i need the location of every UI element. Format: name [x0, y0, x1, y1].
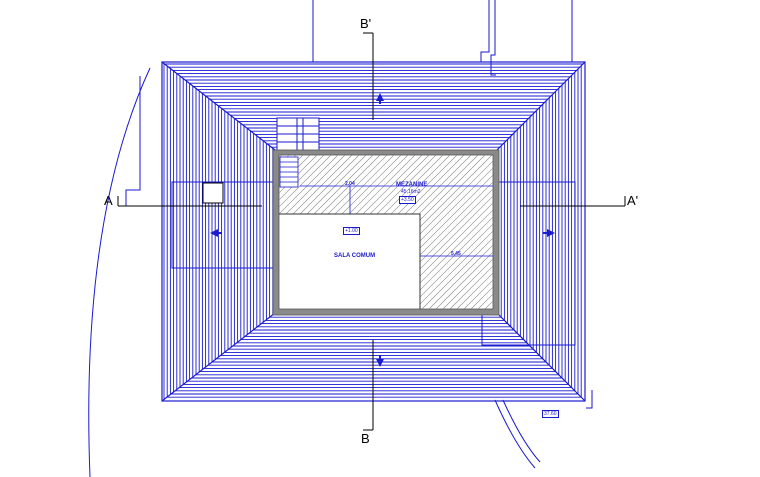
chimney-box [202, 182, 224, 204]
mezanine-hatch-line [114, 155, 268, 309]
terrain-curve-right-inner [502, 399, 541, 463]
mezanine-hatch-line [534, 155, 688, 309]
dimension-label-upper: 2.04 [345, 181, 355, 187]
dimension-label-right: 5.45 [451, 251, 461, 257]
hip-line-tl [161, 61, 276, 151]
level-tag-outside: 37.60 [542, 410, 559, 418]
site-line-left-step [125, 76, 141, 206]
eave-line-right [497, 181, 576, 268]
mezanine-hatch-line [279, 155, 332, 309]
slope-arrow-left-icon [210, 229, 218, 237]
level-tag-mezanine: +3.50 [399, 196, 416, 204]
level-tag-sala: +1.00 [343, 227, 360, 235]
section-line-b-prime [363, 32, 374, 120]
eave-line-left [171, 181, 275, 269]
slope-arrow-right-icon [547, 229, 555, 237]
eave-line-right-lower [481, 268, 576, 346]
mezanine-hatch-line [279, 155, 346, 309]
mezanine-hatch-line [456, 155, 493, 309]
mezanine-edge [279, 213, 421, 309]
mezanine-hatch-line [121, 155, 275, 309]
mezanine-hatch-line [407, 155, 493, 309]
section-line-b [363, 340, 374, 431]
mezanine-hatch-line [499, 155, 653, 309]
mezanine-hatch-line [463, 155, 493, 309]
mezanine-hatch-line [400, 155, 493, 309]
room-label-sala-comum: SALA COMUM [334, 253, 376, 259]
hip-line-bl [161, 312, 276, 402]
hip-line-br [496, 312, 586, 402]
room-interior [278, 154, 494, 310]
hip-line-tr [496, 61, 586, 151]
site-line-right-lower [586, 390, 593, 409]
slope-arrow-down-stem [379, 355, 381, 360]
mezanine-hatch-line [428, 155, 493, 309]
slope-arrow-down-icon [376, 359, 384, 367]
room-area-mezanine: 45,16m2 [401, 189, 421, 195]
mezanine-hatch-line [506, 155, 660, 309]
mezanine-hatch-line [279, 155, 353, 309]
mezanine-hatch-line [414, 155, 493, 309]
mezanine-hatch-line [442, 155, 493, 309]
terrain-curve-left [88, 67, 151, 477]
mezanine-hatch-line [435, 155, 493, 309]
section-line-a-prime [520, 196, 626, 207]
terrain-curve-right [494, 399, 536, 469]
mezanine-hatch-line [279, 155, 283, 309]
slope-arrow-up-icon [376, 93, 384, 101]
section-label-b-prime: B' [360, 16, 372, 31]
section-label-a-prime: A' [627, 193, 639, 208]
section-label-a: A [104, 193, 113, 208]
slope-arrow-left-stem [217, 232, 222, 234]
site-line-top-right-2 [490, 0, 496, 76]
mezanine-hatch-line [449, 155, 493, 309]
mezanine-hatch-line [421, 155, 493, 309]
mezanine-hatch-line [491, 155, 493, 309]
room-label-mezanine: MEZANINE [396, 182, 428, 188]
site-line-top-right [480, 0, 490, 62]
stair [276, 117, 320, 155]
mezanine-hatch-line [279, 155, 339, 309]
section-line-a [117, 196, 262, 207]
stair-inner [279, 156, 299, 188]
slope-arrow-up-stem [379, 100, 381, 104]
section-label-b: B [361, 431, 370, 446]
slope-arrow-right-stem [543, 232, 548, 234]
